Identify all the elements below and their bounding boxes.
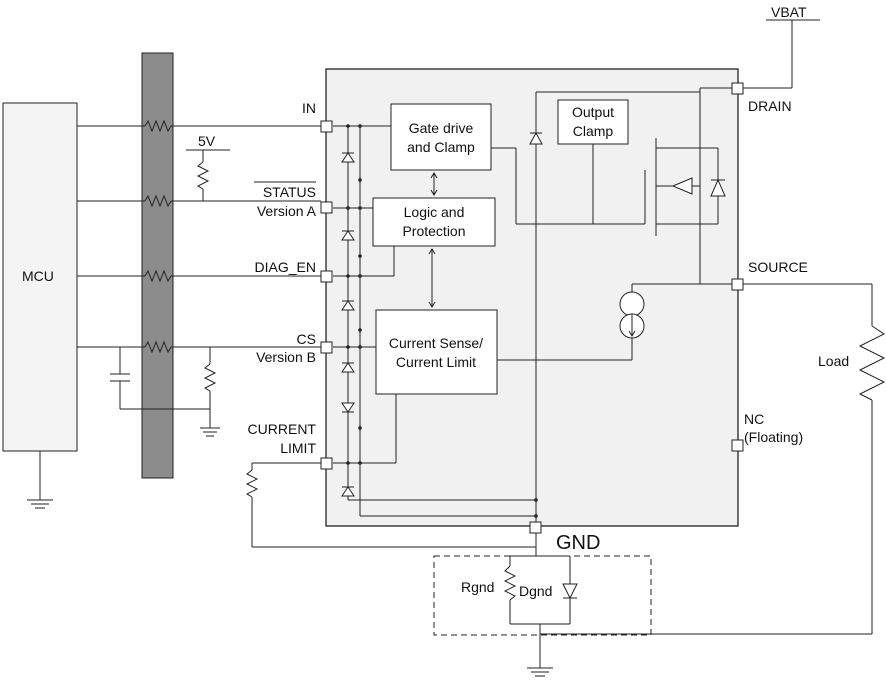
pin-nc <box>731 439 744 452</box>
gate-drive-block: Gate drive and Clamp <box>390 103 492 171</box>
load-resistor: Load <box>540 283 886 635</box>
current-sense-label-2: Current Limit <box>396 354 476 370</box>
current-mirror-sources <box>497 283 736 361</box>
mcu-label: MCU <box>22 268 54 284</box>
power-mosfet <box>655 87 733 284</box>
esd-diodes <box>341 148 355 497</box>
diode-cs-1 <box>341 362 355 373</box>
pin-diag-en-label: DIAG_EN <box>255 259 316 275</box>
harness-resistor-status <box>144 194 172 208</box>
gate-drive-label-1: Gate drive <box>409 120 474 136</box>
gate-drive-label-2: and Clamp <box>407 139 475 155</box>
logic-label-2: Protection <box>402 223 465 239</box>
ic-internal-rails <box>347 92 537 522</box>
diode-in <box>341 148 355 163</box>
pin-status <box>320 201 333 214</box>
rgnd-resistor <box>503 565 517 601</box>
mcu-block: MCU <box>2 102 78 509</box>
wiring-harness <box>141 52 174 479</box>
pin-labels: IN STATUS Version A DIAG_EN CS Version B… <box>248 98 808 554</box>
ic-package <box>325 68 739 527</box>
ic-pins <box>320 82 744 534</box>
pin-limit-label: LIMIT <box>280 440 316 456</box>
pullup-5v: 5V <box>186 133 230 201</box>
pin-in <box>320 120 333 133</box>
pin-nc-floating-label: (Floating) <box>744 429 803 445</box>
diode-diag <box>341 296 355 311</box>
diode-status <box>341 226 355 241</box>
block-arrows <box>428 172 438 308</box>
vbat-label: VBAT <box>771 4 807 20</box>
ic-pin-wiring <box>333 125 397 464</box>
current-sense-label-1: Current Sense/ <box>389 335 483 351</box>
pin-current-label: CURRENT <box>248 421 317 437</box>
harness-resistor-in <box>144 119 172 133</box>
output-clamp-block: Output Clamp <box>557 99 629 145</box>
pin-status-label: STATUS <box>263 184 316 200</box>
v5-label: 5V <box>198 133 216 149</box>
pin-in-label: IN <box>302 100 316 116</box>
pin-cs-label: CS <box>297 331 316 347</box>
current-sense-block: Current Sense/ Current Limit <box>375 309 498 395</box>
drain-clamp-diode <box>529 91 700 145</box>
output-clamp-label-1: Output <box>572 104 614 120</box>
pin-gnd-label: GND <box>556 532 600 554</box>
pin-gnd <box>529 521 542 534</box>
harness-resistor-cs <box>144 340 172 354</box>
logic-protection-block: Logic and Protection <box>372 197 496 247</box>
pin-nc-label: NC <box>744 411 764 427</box>
pin-cs <box>320 341 333 354</box>
pin-source-label: SOURCE <box>748 259 808 275</box>
gate-wiring <box>491 144 646 225</box>
pin-diag-en <box>320 270 333 283</box>
diode-cs-2 <box>341 402 355 413</box>
cs-resistor <box>203 363 217 392</box>
pin-version-b-label: Version B <box>256 349 316 365</box>
junction-dots <box>346 124 538 518</box>
pin-drain-label: DRAIN <box>748 98 792 114</box>
ground-network: Rgnd Dgnd <box>433 533 652 677</box>
current-limit-resistor <box>245 462 536 548</box>
dgnd-diode <box>562 583 578 600</box>
diode-current-limit <box>341 486 355 497</box>
pin-drain <box>731 82 744 95</box>
pin-current-limit <box>320 457 333 470</box>
pin-version-a-label: Version A <box>257 203 317 219</box>
load-label: Load <box>818 353 849 369</box>
harness-resistor-diag <box>144 269 172 283</box>
pin-source <box>731 278 744 291</box>
output-clamp-label-2: Clamp <box>573 123 614 139</box>
logic-label-1: Logic and <box>404 204 465 220</box>
mcu-signal-lines <box>77 119 321 354</box>
cs-filter <box>110 347 220 437</box>
ground-network-box <box>433 555 652 636</box>
dgnd-label: Dgnd <box>519 583 552 599</box>
rgnd-label: Rgnd <box>461 579 494 595</box>
vbat-supply: VBAT <box>743 4 820 89</box>
